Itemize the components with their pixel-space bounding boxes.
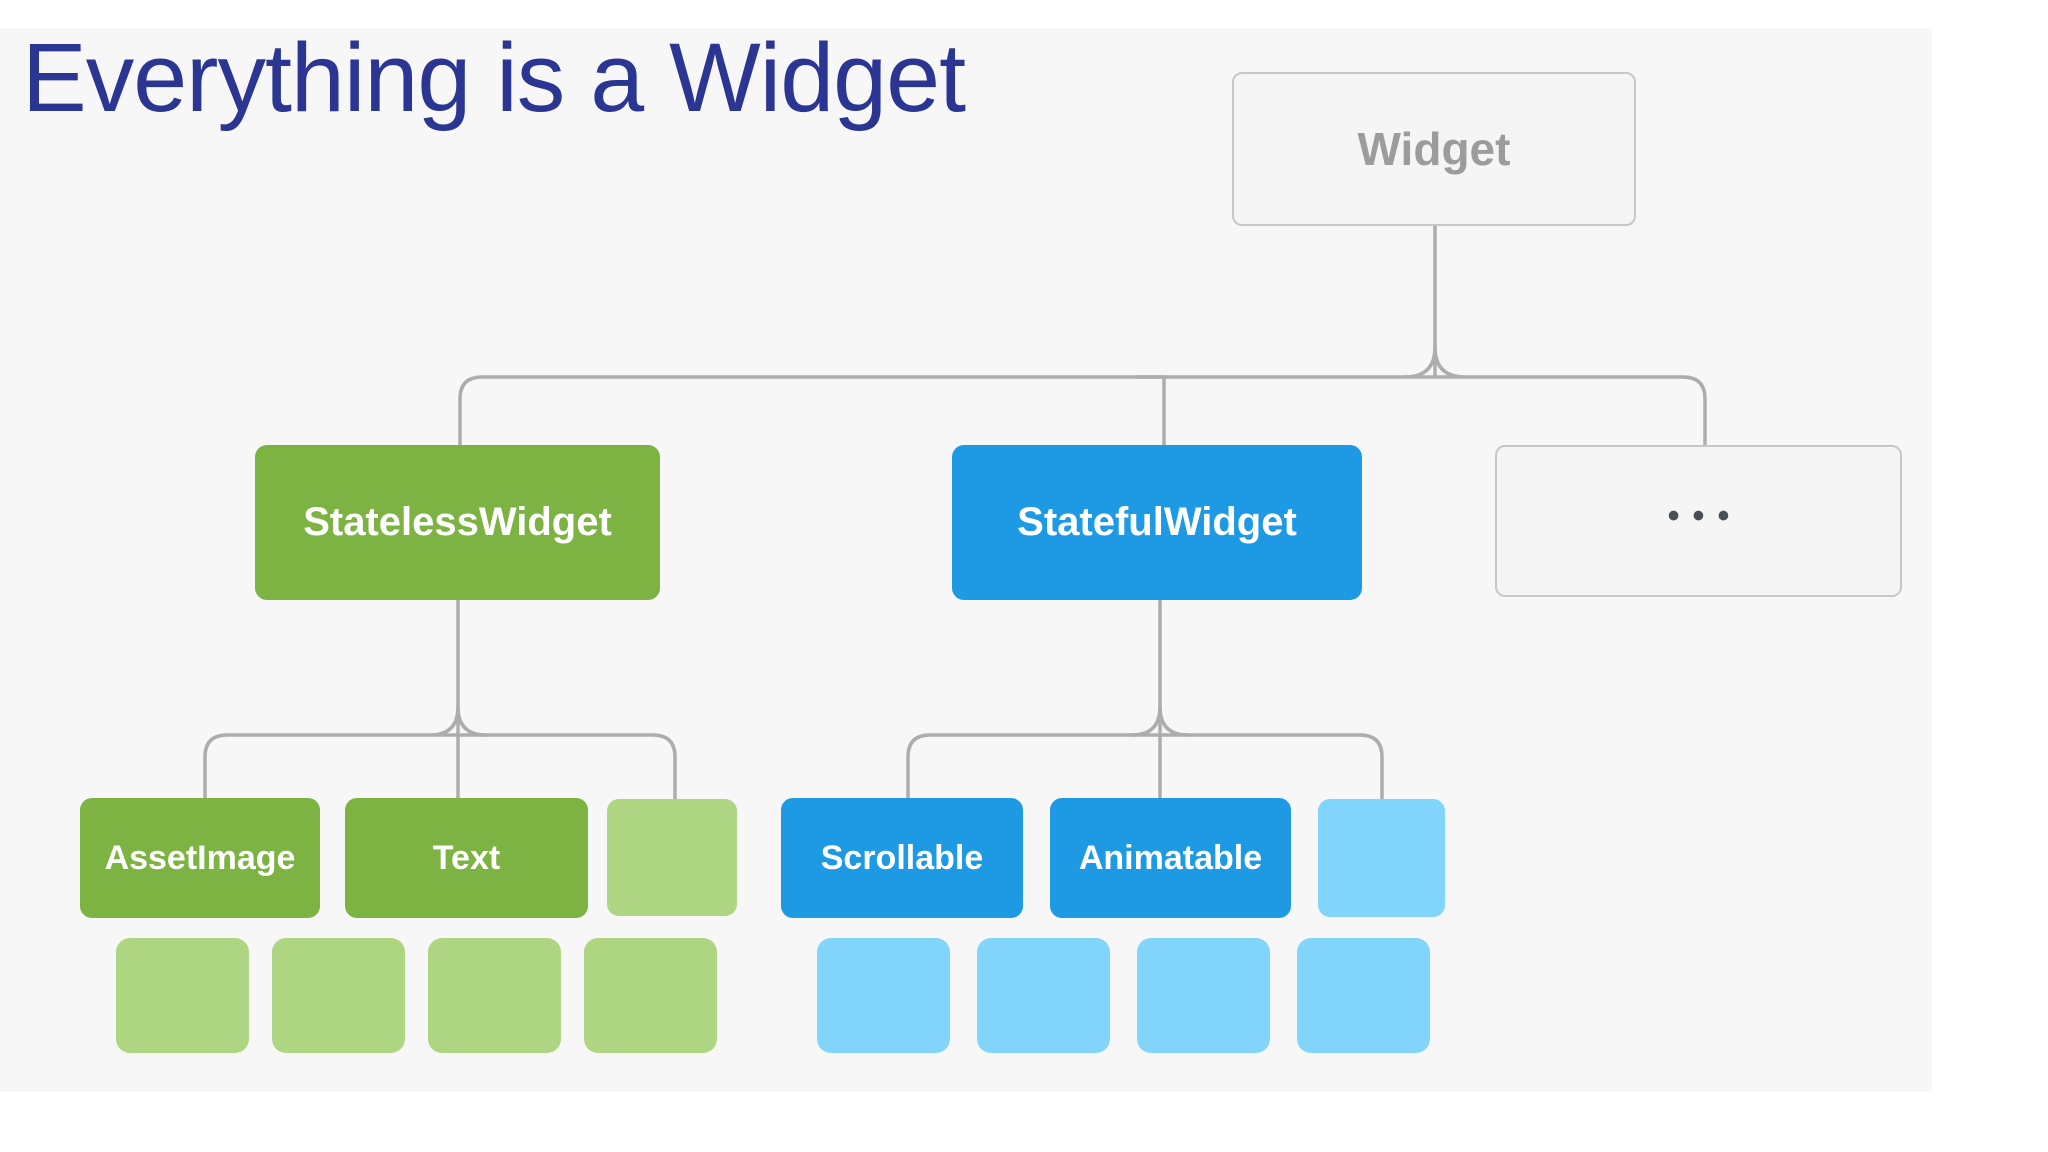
blue-tile <box>977 938 1110 1053</box>
green-tile <box>428 938 561 1053</box>
page-title: Everything is a Widget <box>22 23 966 132</box>
node-assetimage-label: AssetImage <box>104 838 296 877</box>
green-tile-row <box>116 938 717 1053</box>
node-scrollable-label: Scrollable <box>820 838 984 877</box>
node-stateless-unlabeled-child <box>607 799 737 916</box>
blue-tile <box>817 938 950 1053</box>
node-ellipsis: ••• <box>1495 445 1902 597</box>
node-text-label: Text <box>432 838 501 877</box>
green-tile <box>584 938 717 1053</box>
node-stateful-widget-label: StatefulWidget <box>1017 500 1297 544</box>
blue-tile-row <box>817 938 1430 1053</box>
node-animatable: Animatable <box>1050 798 1291 918</box>
node-text: Text <box>345 798 588 918</box>
node-stateful-unlabeled-child <box>1318 799 1445 917</box>
node-widget: Widget <box>1232 72 1636 226</box>
node-stateless-widget-label: StatelessWidget <box>303 500 612 544</box>
node-widget-label: Widget <box>1357 123 1511 175</box>
blue-tile <box>1297 938 1430 1053</box>
blue-tile <box>1137 938 1270 1053</box>
node-assetimage: AssetImage <box>80 798 320 918</box>
green-tile <box>272 938 405 1053</box>
node-scrollable: Scrollable <box>781 798 1023 918</box>
node-stateful-widget: StatefulWidget <box>952 445 1362 600</box>
green-tile <box>116 938 249 1053</box>
node-animatable-label: Animatable <box>1078 838 1263 877</box>
ellipsis-dots: ••• <box>1667 497 1743 535</box>
node-stateless-widget: StatelessWidget <box>255 445 660 600</box>
